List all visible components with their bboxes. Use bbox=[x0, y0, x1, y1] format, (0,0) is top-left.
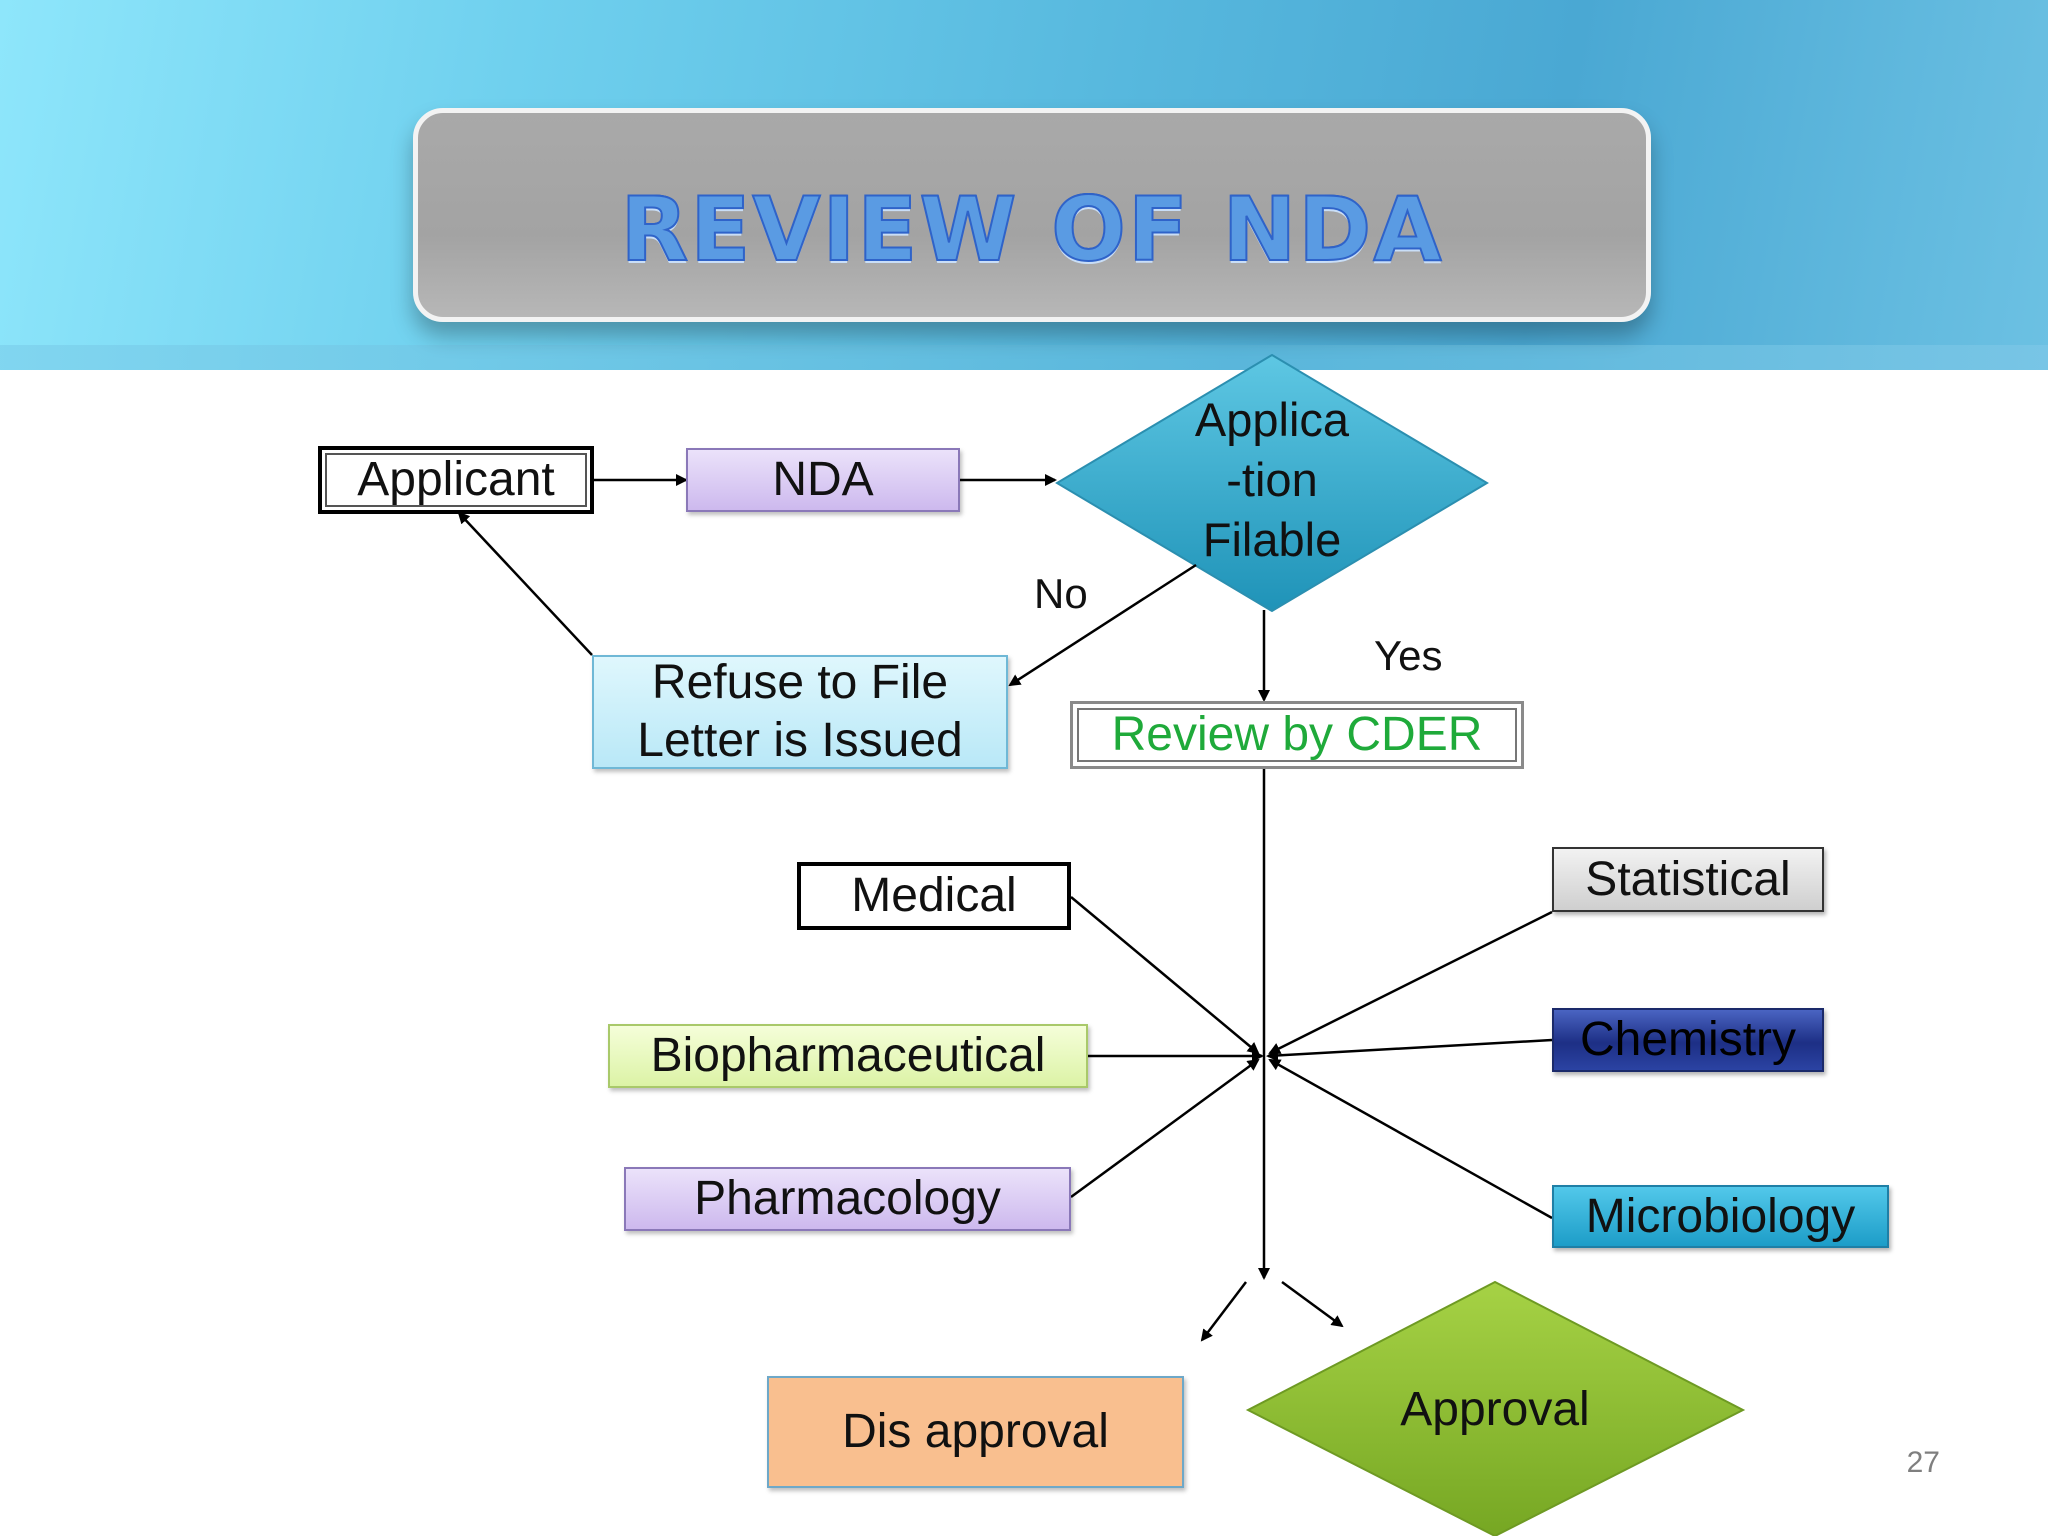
statistical-connector bbox=[1268, 910, 1553, 1055]
approval-label: Approval bbox=[1400, 1383, 1590, 1437]
chemistry-connector bbox=[1266, 1038, 1553, 1062]
nda-node: NDA bbox=[686, 448, 960, 512]
review-by-cder-node: Review by CDER bbox=[1070, 701, 1524, 769]
chemistry-node: Chemistry bbox=[1552, 1008, 1824, 1072]
yes-label: Yes bbox=[1374, 632, 1443, 679]
no-arrow bbox=[1008, 563, 1197, 687]
medical-label: Medical bbox=[851, 869, 1017, 923]
disapproval-node: Dis approval bbox=[767, 1376, 1184, 1488]
approval-diamond bbox=[1245, 1280, 1746, 1536]
filable-label: Applica -tion Filable bbox=[1112, 385, 1432, 575]
banner-band bbox=[0, 345, 2048, 370]
medical-node: Medical bbox=[797, 862, 1071, 930]
statistical-node: Statistical bbox=[1552, 847, 1824, 912]
approval-branch-arrow bbox=[1281, 1280, 1344, 1328]
microbiology-connector bbox=[1268, 1058, 1553, 1220]
nda-label: NDA bbox=[772, 453, 874, 507]
filable-line-2: -tion bbox=[1226, 452, 1318, 506]
refuse-line-1: Refuse to File bbox=[651, 656, 949, 710]
no-label: No bbox=[1034, 570, 1088, 617]
cder-label: Review by CDER bbox=[1111, 708, 1483, 762]
disapproval-branch-arrow bbox=[1200, 1281, 1247, 1342]
applicant-label: Applicant bbox=[357, 453, 555, 507]
microbiology-node: Microbiology bbox=[1552, 1185, 1889, 1248]
refuse-to-applicant-arrow bbox=[457, 511, 593, 656]
pharmacology-label: Pharmacology bbox=[694, 1172, 1001, 1226]
microbiology-label: Microbiology bbox=[1585, 1189, 1856, 1243]
statistical-label: Statistical bbox=[1585, 852, 1791, 906]
refuse-line-2: Letter is Issued bbox=[637, 714, 963, 767]
applicant-node: Applicant bbox=[318, 446, 594, 514]
filable-line-1: Applica bbox=[1194, 392, 1350, 446]
page-number: 27 bbox=[1906, 1446, 1940, 1479]
pharmacology-connector bbox=[1070, 1058, 1260, 1199]
disapproval-label: Dis approval bbox=[842, 1405, 1109, 1459]
pharmacology-node: Pharmacology bbox=[624, 1167, 1071, 1231]
filable-diamond bbox=[1055, 353, 1489, 613]
slide-title: REVIEW OF NDA bbox=[620, 177, 1444, 282]
biopharmaceutical-label: Biopharmaceutical bbox=[650, 1029, 1046, 1083]
filable-line-3: Filable bbox=[1202, 513, 1342, 567]
refuse-to-file-node: Refuse to File Letter is Issued bbox=[592, 655, 1008, 769]
biopharmaceutical-node: Biopharmaceutical bbox=[608, 1024, 1088, 1088]
title-box: REVIEW OF NDA bbox=[413, 108, 1651, 322]
approval-label-box: Approval bbox=[1300, 1374, 1690, 1446]
chemistry-label: Chemistry bbox=[1579, 1013, 1797, 1067]
medical-connector bbox=[1070, 896, 1260, 1055]
